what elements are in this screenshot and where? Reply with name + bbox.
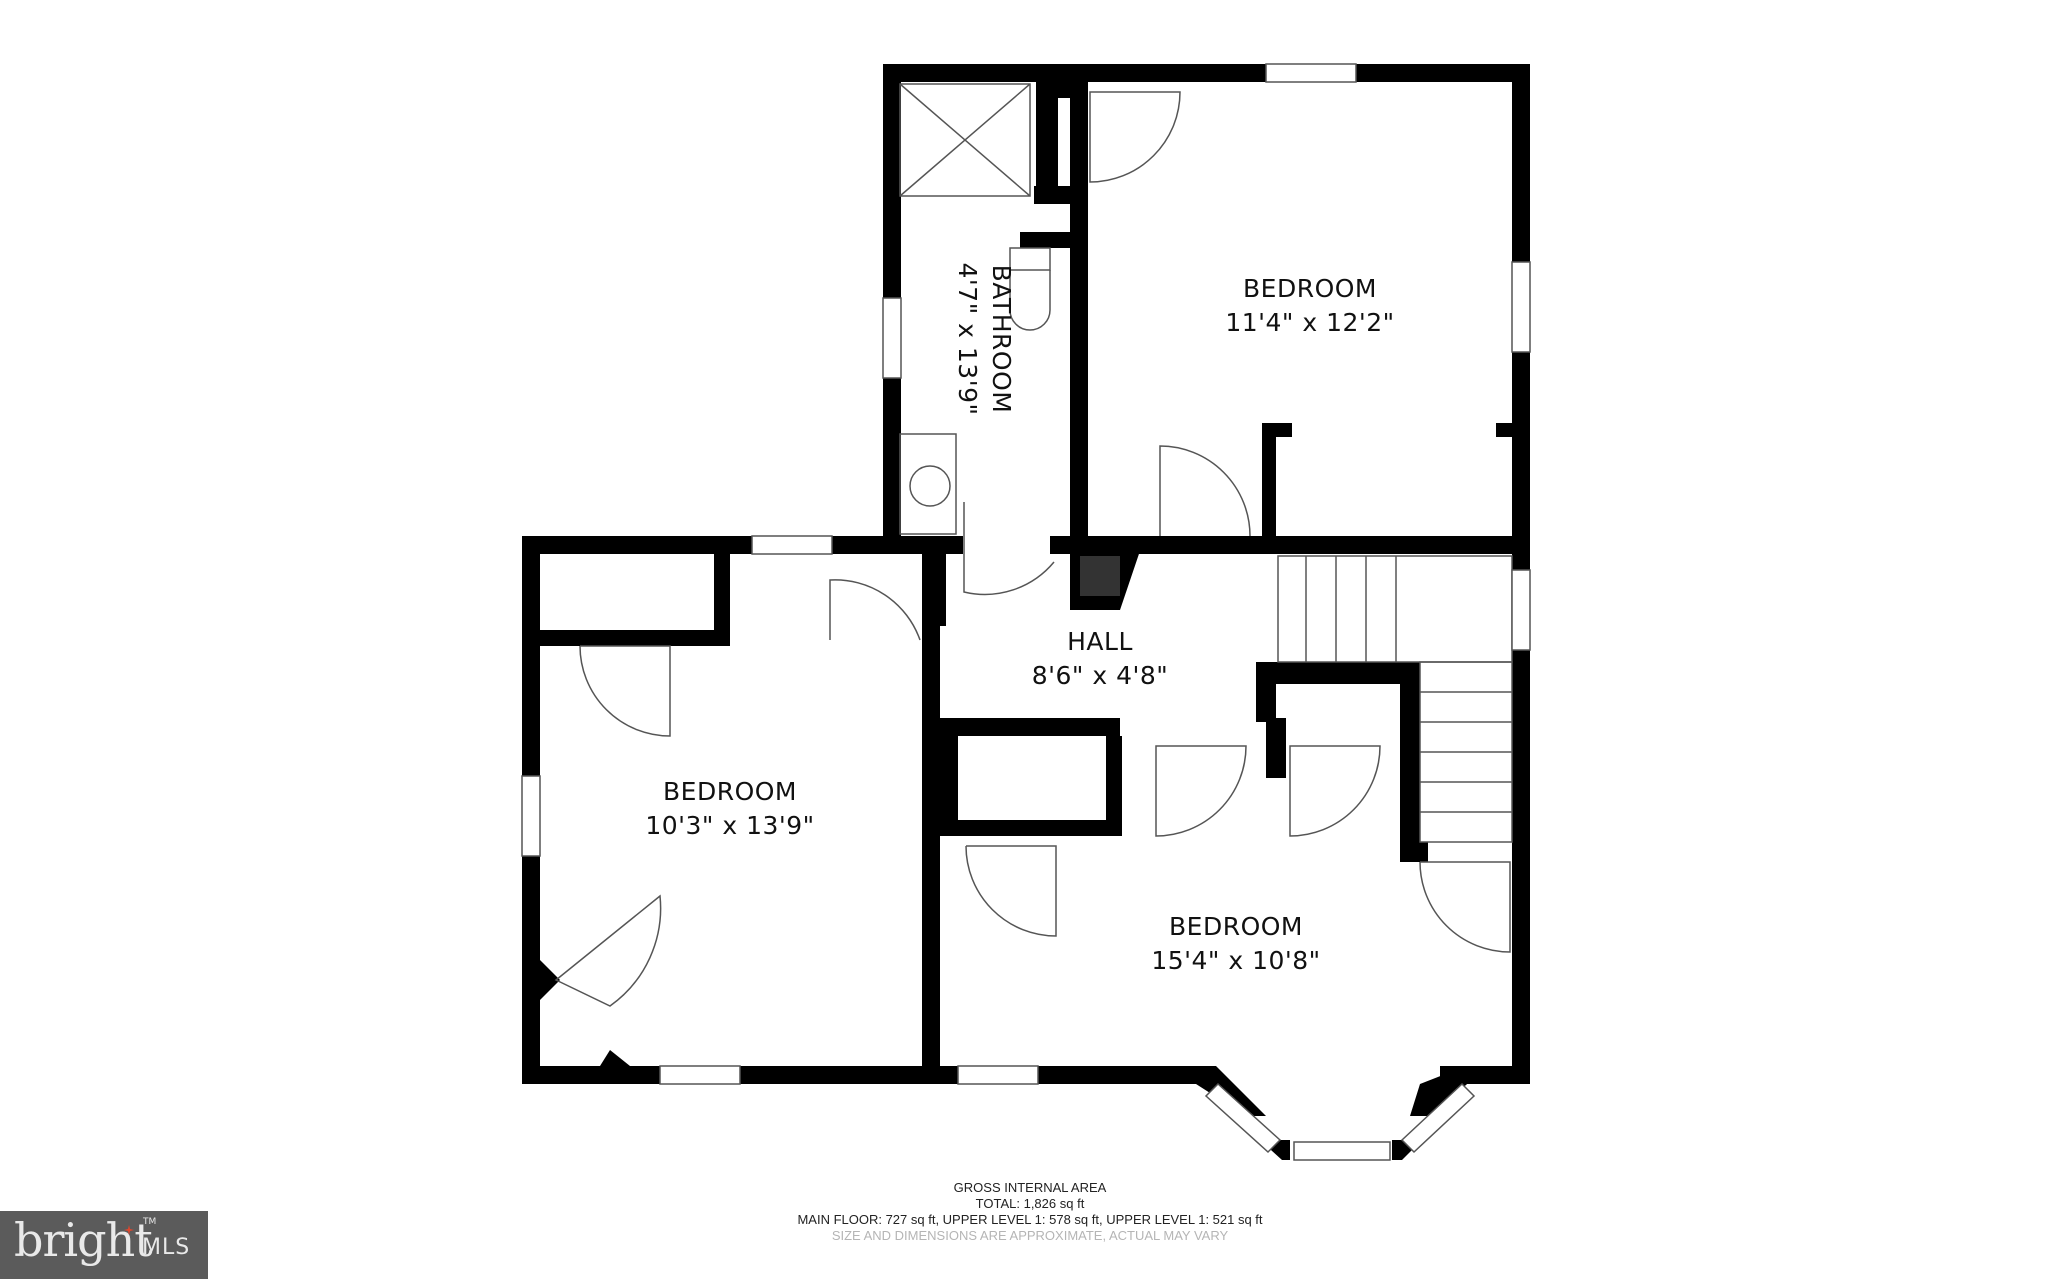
room-label-hall: HALL 8'6" x 4'8" xyxy=(950,625,1250,693)
room-name: BEDROOM xyxy=(1243,274,1377,303)
room-dimensions: 8'6" x 4'8" xyxy=(1031,661,1169,690)
room-name: BEDROOM xyxy=(1169,912,1303,941)
room-label-bedroom-ne: BEDROOM 11'4" x 12'2" xyxy=(1160,272,1460,340)
logo-word: bright xyxy=(14,1213,153,1267)
room-label-bedroom-se: BEDROOM 15'4" x 10'8" xyxy=(1086,910,1386,978)
room-dimensions: 10'3" x 13'9" xyxy=(645,811,815,840)
room-dimensions: 11'4" x 12'2" xyxy=(1225,308,1395,337)
legend-title: GROSS INTERNAL AREA xyxy=(953,1180,1107,1195)
logo-suffix: MLS xyxy=(142,1235,191,1260)
room-name: BEDROOM xyxy=(663,777,797,806)
legend-total: TOTAL: 1,826 sq ft xyxy=(975,1196,1085,1211)
logo-spark-icon xyxy=(124,1225,134,1235)
legend-disclaimer: SIZE AND DIMENSIONS ARE APPROXIMATE, ACT… xyxy=(831,1228,1229,1243)
logo-trademark: TM xyxy=(143,1217,157,1227)
dotted-grille xyxy=(1080,556,1120,596)
walls xyxy=(522,64,1530,1160)
room-dimensions: 15'4" x 10'8" xyxy=(1151,946,1321,975)
room-dimensions: 4'7" x 13'9" xyxy=(953,262,982,416)
room-label-bathroom: BATHROOM 4'7" x 13'9" xyxy=(950,219,1018,459)
fixtures xyxy=(521,63,1531,1161)
room-name: BATHROOM xyxy=(987,264,1016,414)
area-legend: GROSS INTERNAL AREA TOTAL: 1,826 sq ft M… xyxy=(760,1180,1300,1244)
room-label-bedroom-w: BEDROOM 10'3" x 13'9" xyxy=(580,775,880,843)
room-name: HALL xyxy=(1067,627,1133,656)
bright-mls-logo: bright TM MLS xyxy=(0,1211,208,1279)
legend-breakdown: MAIN FLOOR: 727 sq ft, UPPER LEVEL 1: 57… xyxy=(797,1212,1263,1227)
